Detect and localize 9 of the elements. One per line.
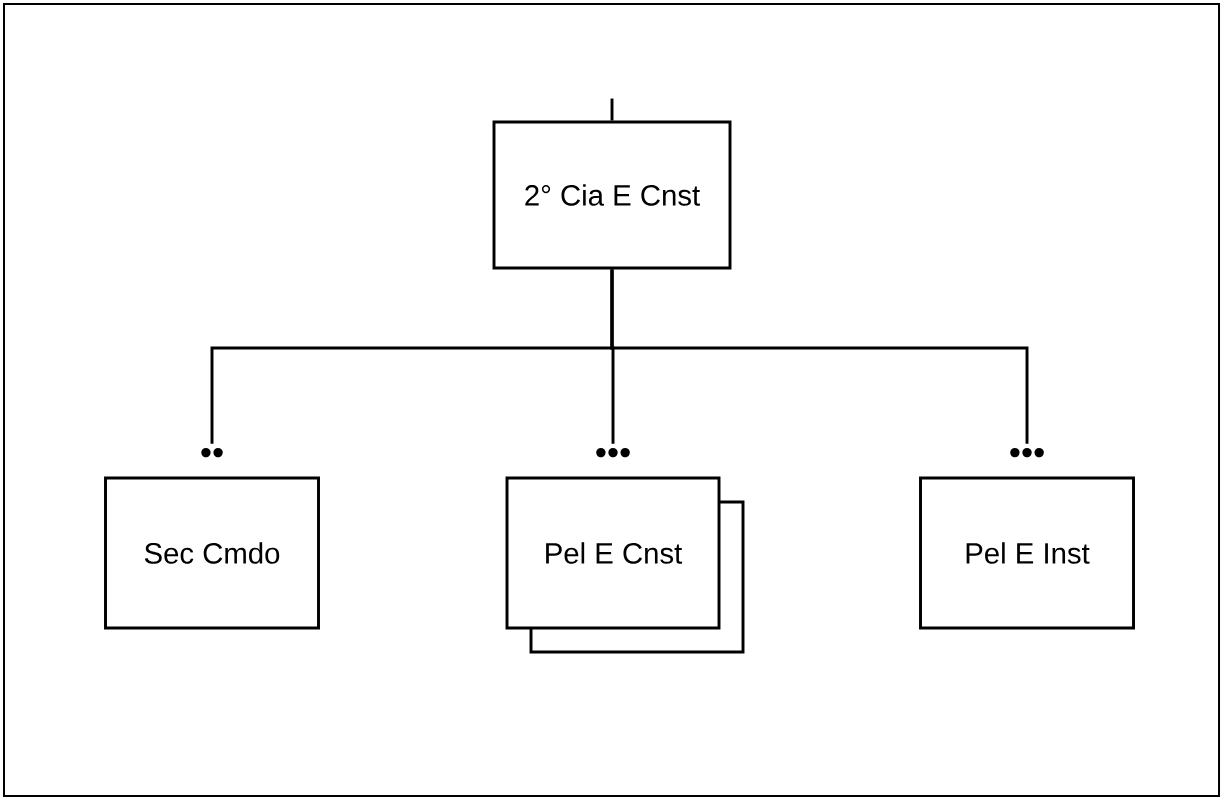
unit-box: 2° Cia E Cnst [492,120,732,270]
connector-line [610,269,1029,444]
connector-line [610,98,614,121]
unit-size-symbol: ••• [1010,447,1044,458]
unit-box: Pel E Inst [919,476,1135,630]
unit-size-symbol: •• [201,447,223,458]
unit-box: Sec Cmdo [104,476,320,630]
unit-size-symbol: ••• [596,447,630,458]
stacked-unit-box: Pel E Cnst [505,476,745,654]
